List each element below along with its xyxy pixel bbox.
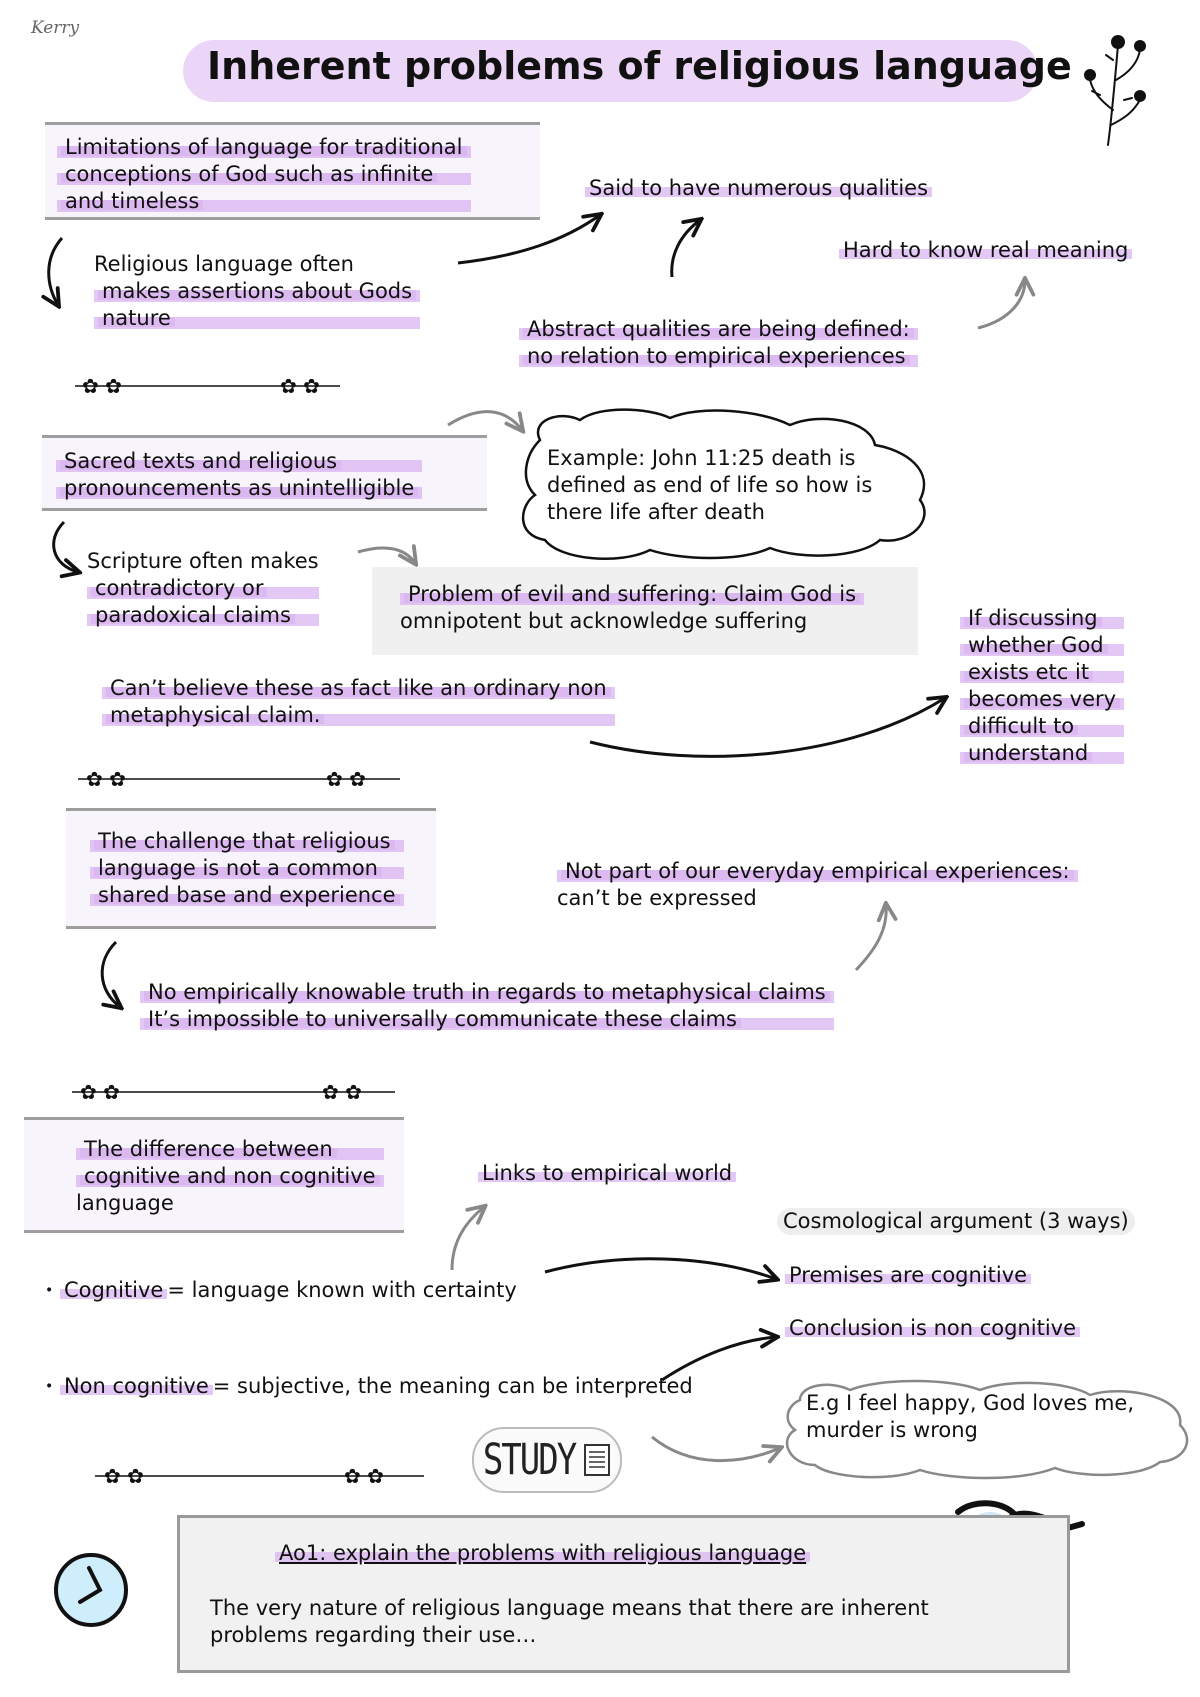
arrow-down-truth <box>100 940 120 1007</box>
discussing-note: If discussing whether God exists etc it … <box>960 605 1125 767</box>
evil-note: Problem of evil and suffering: Claim God… <box>400 581 865 635</box>
meaning-note: Hard to know real meaning <box>839 237 1133 264</box>
page-title: Inherent problems of religious language <box>207 44 1072 88</box>
clock-icon <box>54 1553 128 1627</box>
section1-heading: Limitations of language for traditional … <box>57 134 471 215</box>
svg-text:✿ ✿: ✿ ✿ <box>326 767 366 791</box>
truth-note: No empirically knowable truth in regards… <box>140 979 834 1033</box>
notpart-note: Not part of our everyday empirical exper… <box>557 858 1078 912</box>
svg-text:✿ ✿: ✿ ✿ <box>80 1080 120 1104</box>
section2-heading-box: Sacred texts and religious pronouncement… <box>42 435 487 511</box>
flower-divider-icon: ✿ ✿ ✿ ✿ <box>78 767 400 791</box>
premises-note: Premises are cognitive <box>785 1262 1032 1289</box>
svg-text:✿ ✿: ✿ ✿ <box>82 374 122 398</box>
arrow-to-meaning <box>977 280 1025 330</box>
example2-note: E.g I feel happy, God loves me, murder i… <box>806 1391 1135 1442</box>
arrow-to-qualities <box>457 215 600 265</box>
svg-text:✿ ✿: ✿ ✿ <box>344 1464 384 1488</box>
bullet-noncognitive: • Non cognitive= subjective, the meaning… <box>45 1374 693 1398</box>
links-note: Links to empirical world <box>478 1160 737 1187</box>
believe-note: Can’t believe these as fact like an ordi… <box>102 675 615 729</box>
ao1-box: Ao1: explain the problems with religious… <box>177 1515 1070 1673</box>
scripture-note: Scripture often makes contradictory or p… <box>87 549 319 629</box>
svg-text:✿ ✿: ✿ ✿ <box>280 374 320 398</box>
flower-divider-icon: ✿ ✿ ✿ ✿ <box>95 1464 424 1488</box>
svg-text:✿ ✿: ✿ ✿ <box>104 1464 144 1488</box>
arrow-up-notpart <box>854 905 886 972</box>
arrow-down-scripture <box>52 520 78 572</box>
flower-sprig-icon <box>1084 35 1146 146</box>
arrow-to-evil <box>357 548 415 563</box>
section1-heading-box: Limitations of language for traditional … <box>45 122 540 220</box>
cosmo-note: Cosmological argument (3 ways) <box>777 1208 1135 1235</box>
section3-heading: The challenge that religious language is… <box>90 828 404 909</box>
example-note: Example: John 11:25 death is defined as … <box>547 446 873 524</box>
arrow-to-discussing <box>589 698 945 758</box>
evil-box: Problem of evil and suffering: Claim God… <box>372 567 918 655</box>
svg-text:✿ ✿: ✿ ✿ <box>86 767 126 791</box>
flower-divider-icon: ✿ ✿ ✿ ✿ <box>72 1080 395 1104</box>
study-label: STUDY <box>482 1435 577 1485</box>
bullet-cognitive: • Cognitive= language known with certain… <box>45 1278 517 1302</box>
arrow-to-example <box>447 410 522 430</box>
section1-point: Religious language often makes assertion… <box>94 251 421 332</box>
svg-text:✿ ✿: ✿ ✿ <box>322 1080 362 1104</box>
notebook-icon <box>584 1444 611 1476</box>
ao1-heading: Ao1: explain the problems with religious… <box>275 1540 811 1567</box>
ao1-body: The very nature of religious language me… <box>210 1596 929 1647</box>
qualities-note: Said to have numerous qualities <box>585 175 933 202</box>
section2-heading: Sacred texts and religious pronouncement… <box>56 448 423 502</box>
abstract-note: Abstract qualities are being defined: no… <box>519 316 918 370</box>
arrow-to-premises <box>544 1257 776 1279</box>
section4-heading-box: The difference between cognitive and non… <box>24 1117 404 1233</box>
arrow-down-left <box>49 236 64 305</box>
arrow-to-example2 <box>651 1435 780 1461</box>
title-highlight <box>183 40 1038 102</box>
author-name: Kerry <box>31 18 80 38</box>
section4-heading: The difference between cognitive and non… <box>76 1136 384 1217</box>
flower-divider-icon: ✿ ✿ ✿ ✿ <box>75 374 340 398</box>
arrow-up-qualities <box>670 220 700 278</box>
arrow-up-links <box>450 1207 484 1271</box>
study-badge: STUDY <box>472 1427 622 1493</box>
conclusion-note: Conclusion is non cognitive <box>785 1315 1080 1342</box>
section3-heading-box: The challenge that religious language is… <box>66 808 436 929</box>
